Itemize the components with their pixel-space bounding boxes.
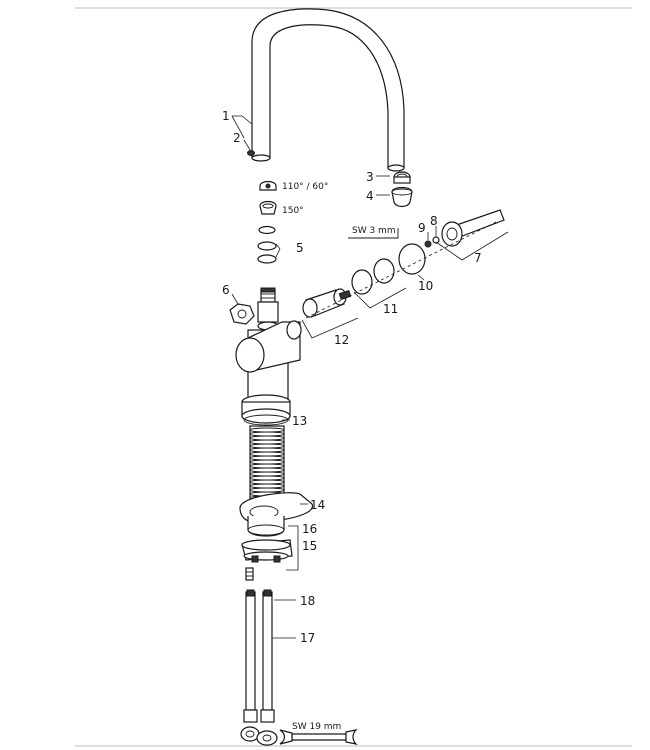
supply-hoses [240, 589, 278, 746]
angle-insert [259, 200, 277, 215]
note-wrench-small: SW 3 mm [352, 226, 396, 236]
label-5: 5 [296, 241, 304, 255]
label-3: 3 [366, 170, 374, 184]
label-13: 13 [292, 414, 307, 428]
cover-ring [398, 243, 426, 275]
lever-axis [305, 221, 497, 319]
aerator-insert [391, 186, 413, 208]
o-rings [257, 225, 277, 264]
aerator [393, 171, 411, 184]
mixer-body [235, 287, 302, 424]
sleeve-rings [351, 258, 395, 295]
small-screw [424, 240, 432, 248]
label-18: 18 [300, 594, 315, 608]
label-8: 8 [430, 214, 438, 228]
label-4: 4 [366, 189, 374, 203]
label-17: 17 [300, 631, 315, 645]
label-9: 9 [418, 221, 426, 235]
part-labels: 1 2 3 4 5 6 7 8 9 10 11 12 13 14 15 16 1… [222, 109, 482, 645]
note-angle-b: 150° [282, 206, 304, 216]
lever-handle [441, 209, 505, 247]
label-1: 1 [222, 109, 230, 123]
fixing-assembly [241, 539, 293, 563]
label-15: 15 [302, 539, 317, 553]
label-6: 6 [222, 283, 230, 297]
base-plate [239, 492, 314, 537]
label-11: 11 [383, 302, 398, 316]
label-12: 12 [334, 333, 349, 347]
grub-screw [247, 150, 255, 156]
wrench-icon [279, 729, 358, 745]
angle-clip [259, 180, 277, 191]
annotation-notes: 110° / 60° 150° SW 3 mm SW 19 mm [282, 182, 396, 732]
small-washer [432, 236, 440, 244]
leader-lines [231, 115, 509, 639]
label-14: 14 [310, 498, 325, 512]
note-angle-a: 110° / 60° [282, 182, 328, 192]
label-2: 2 [233, 131, 241, 145]
label-10: 10 [418, 279, 433, 293]
cartridge [302, 288, 352, 318]
label-7: 7 [474, 251, 482, 265]
allen-key-icon [348, 228, 399, 239]
stud-screw [245, 567, 254, 581]
label-16: 16 [302, 522, 317, 536]
spout [251, 8, 405, 172]
hex-nut [229, 303, 255, 325]
note-wrench-large: SW 19 mm [292, 722, 341, 732]
